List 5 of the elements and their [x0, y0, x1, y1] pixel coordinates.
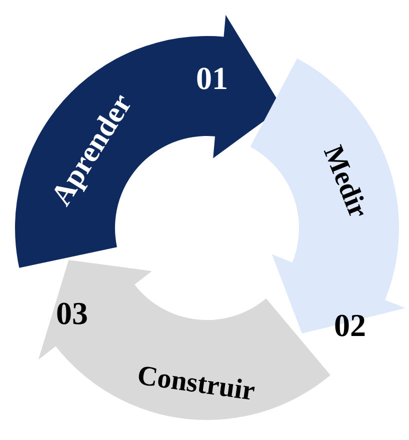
step-label: Medir: [318, 142, 372, 222]
step-number: 02: [334, 309, 366, 341]
step-label: Construir: [136, 362, 256, 406]
step-number: 01: [196, 62, 228, 94]
step-number: 03: [56, 297, 88, 329]
